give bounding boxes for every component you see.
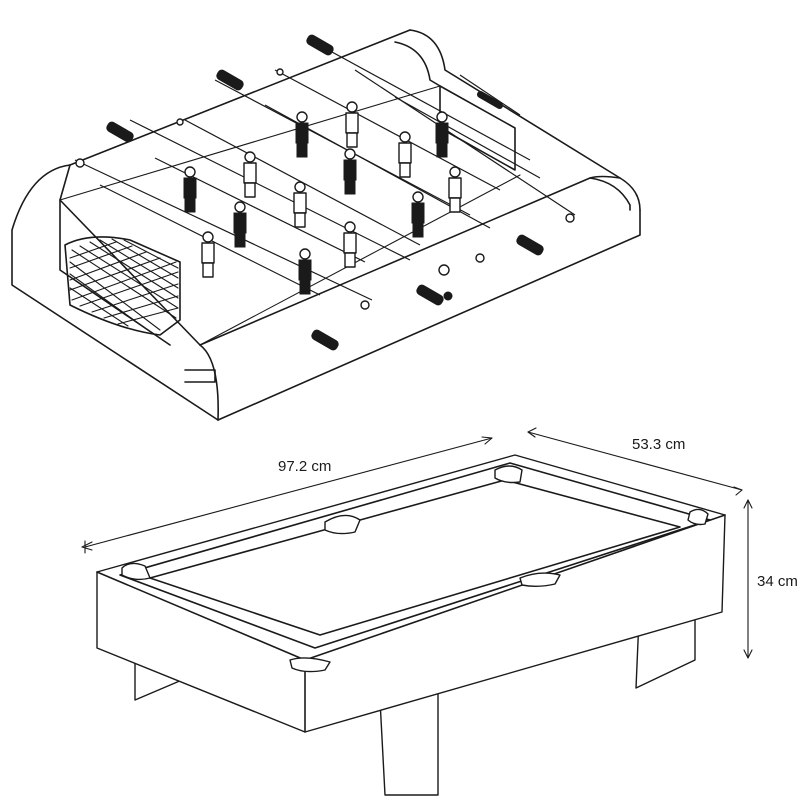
players-white-team bbox=[201, 101, 462, 278]
foosball-table-illustration bbox=[11, 29, 641, 421]
length-dimension-label: 97.2 cm bbox=[278, 458, 332, 475]
players-dark-team bbox=[183, 111, 449, 295]
width-dimension-label: 53.3 cm bbox=[632, 436, 686, 453]
rod-handles bbox=[75, 34, 575, 351]
pockets bbox=[121, 465, 709, 673]
dimension-lines bbox=[81, 427, 753, 659]
height-dimension-label: 34 cm bbox=[757, 573, 798, 590]
goal-net bbox=[64, 236, 216, 383]
